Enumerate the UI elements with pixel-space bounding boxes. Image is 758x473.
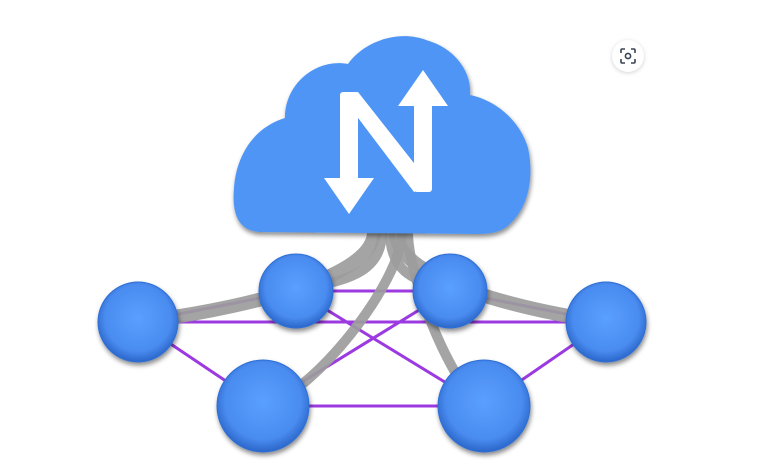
network-nodes [97, 253, 647, 453]
network-node [97, 281, 179, 363]
network-node [565, 281, 647, 363]
network-node [216, 359, 310, 453]
scan-focus-icon [620, 48, 636, 64]
focus-view-button[interactable] [612, 40, 644, 72]
n-arrows-logo-icon [324, 70, 448, 214]
network-node [258, 253, 334, 329]
cloud-uplinks [131, 225, 613, 411]
network-node [437, 359, 531, 453]
network-node [412, 253, 488, 329]
